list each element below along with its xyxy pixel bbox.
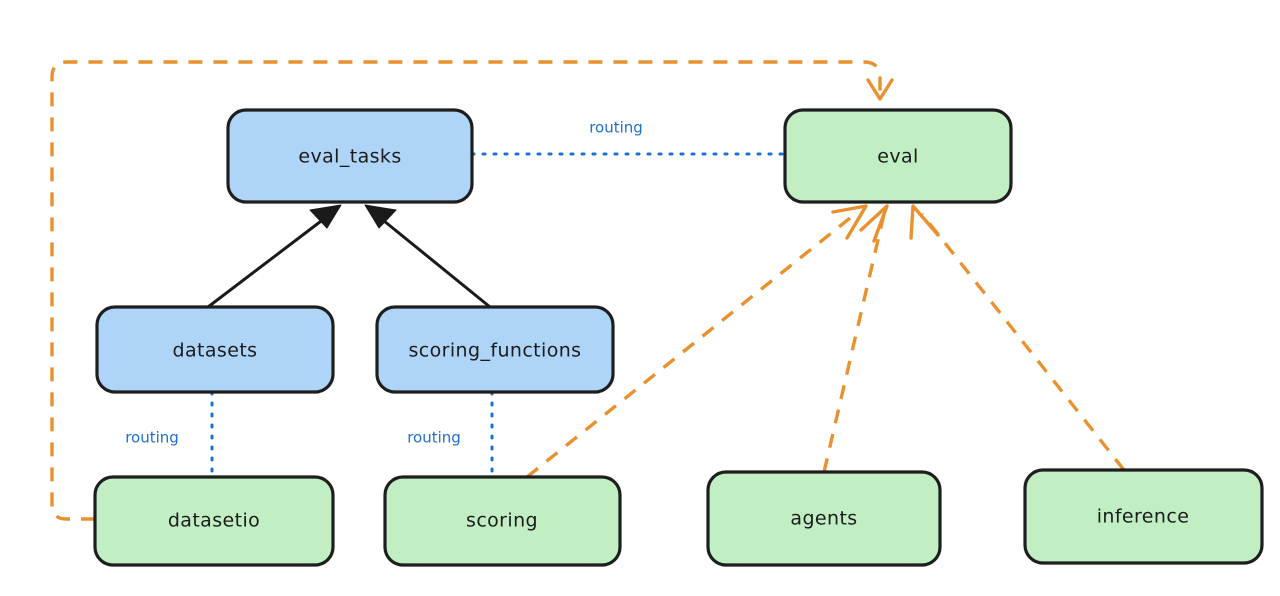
- node-scoring_functions-shape[interactable]: [375, 305, 615, 394]
- node-inference[interactable]: inference: [1023, 468, 1264, 565]
- node-layer: eval_tasks eval datasets scoring_functio…: [93, 108, 1264, 567]
- node-eval_tasks-shape[interactable]: [226, 108, 474, 204]
- node-scoring-shape[interactable]: [383, 475, 622, 567]
- node-datasets[interactable]: datasets: [95, 305, 335, 394]
- edge-eval_tasks-eval: routing: [470, 119, 787, 156]
- edge-label-routing-eval-tasks: routing: [589, 119, 643, 137]
- node-datasetio-shape[interactable]: [93, 475, 335, 567]
- node-eval-label: eval: [877, 146, 918, 168]
- edge-layer: routing routing routing: [50, 60, 1126, 521]
- edge-agents-eval: [822, 204, 889, 473]
- node-inference-shape[interactable]: [1023, 468, 1264, 565]
- node-datasetio-label: datasetio: [168, 510, 260, 532]
- edge-label-routing-scoring-functions: routing: [407, 429, 461, 447]
- node-agents-shape[interactable]: [706, 470, 942, 567]
- node-datasets-shape[interactable]: [95, 305, 335, 394]
- node-scoring-label: scoring: [466, 510, 538, 532]
- edge-datasets-eval_tasks: [206, 204, 342, 309]
- node-eval_tasks-label: eval_tasks: [298, 146, 401, 168]
- node-agents-label: agents: [790, 508, 857, 530]
- node-datasetio[interactable]: datasetio: [93, 475, 335, 567]
- node-eval_tasks[interactable]: eval_tasks: [226, 108, 474, 204]
- node-eval[interactable]: eval: [783, 108, 1013, 204]
- edge-scoring_functions-eval_tasks: [364, 204, 492, 309]
- edge-inference-eval: [909, 204, 1126, 472]
- edge-datasets-datasetio: routing: [125, 390, 214, 479]
- edge-scoring-eval: [525, 204, 868, 479]
- node-inference-label: inference: [1097, 506, 1190, 528]
- edge-scoring_functions-scoring: routing: [407, 390, 494, 479]
- edge-label-routing-datasets: routing: [125, 429, 179, 447]
- node-agents[interactable]: agents: [706, 470, 942, 567]
- node-eval-shape[interactable]: [783, 108, 1013, 204]
- node-scoring[interactable]: scoring: [383, 475, 622, 567]
- node-datasets-label: datasets: [173, 340, 258, 362]
- node-scoring_functions[interactable]: scoring_functions: [375, 305, 615, 394]
- node-scoring_functions-label: scoring_functions: [409, 340, 582, 362]
- edge-datasetio-eval: [50, 60, 894, 521]
